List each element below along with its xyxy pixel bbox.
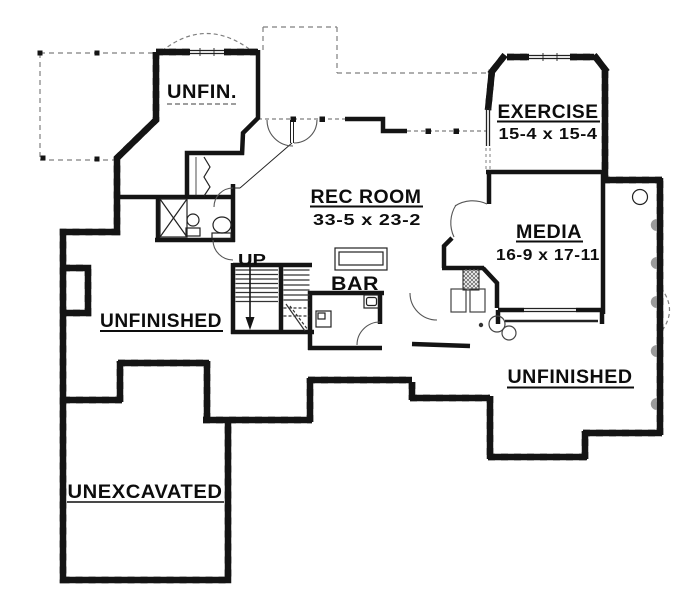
stair-treads-right (283, 269, 310, 301)
post (290, 116, 296, 122)
door-arc-closet (356, 321, 381, 346)
door-arcs (212, 119, 488, 346)
support-column-icon (631, 188, 649, 206)
bar-sink-basin (365, 296, 378, 307)
wall-pilasters (650, 219, 657, 410)
room-label-media: MEDIA (516, 222, 582, 243)
room-label-unfinished-right: UNFINISHED (508, 367, 633, 388)
bifold-door-zigzag (203, 156, 211, 197)
chimney-hatched (462, 268, 480, 291)
post (94, 50, 100, 56)
stair-dashed-overhead (283, 305, 310, 331)
closet-appliance (315, 310, 332, 328)
exterior-walls (59, 48, 662, 584)
door-arc-unfin (266, 119, 294, 147)
toilet-icon (212, 216, 232, 234)
structural-posts (37, 50, 459, 162)
pilaster (650, 296, 657, 308)
room-dim-rec-room: 33-5 x 23-2 (313, 212, 421, 229)
post (94, 156, 100, 162)
window-mullions (199, 48, 558, 61)
pilaster (650, 345, 657, 357)
bay-window-arch (161, 33, 253, 52)
exercise-dashed-wall (485, 148, 491, 170)
bay-window-unfin (190, 49, 224, 55)
interior-walls (120, 50, 607, 351)
bar-counter (334, 247, 388, 271)
exercise-west-window (485, 108, 491, 146)
sink-counter (185, 227, 201, 237)
deck-outlines-dashed (39, 26, 671, 333)
floor-drain-1 (488, 315, 506, 333)
door-arc-media-1 (454, 200, 488, 207)
room-label-rec-room: REC ROOM (311, 187, 422, 208)
bathroom-fixtures (159, 156, 232, 240)
door-arc-bath-upper (213, 187, 234, 208)
post (319, 116, 325, 122)
pilaster (650, 219, 657, 231)
deck-top-outline (262, 26, 490, 74)
post (425, 128, 431, 134)
room-label-unfinished-left: UNFINISHED (100, 311, 222, 332)
shower-x-lines (159, 198, 188, 238)
room-label-unfin: UNFIN. (167, 82, 237, 103)
media-south-window (524, 307, 576, 313)
equipment-box-1 (450, 288, 467, 313)
toilet-tank (211, 232, 232, 240)
room-label-unexcavated: UNEXCAVATED (68, 482, 223, 503)
door-arc-bar-hall (409, 292, 438, 321)
stair-label-up: UP (238, 252, 266, 269)
room-label-bar: BAR (331, 274, 379, 295)
room-dim-media: 16-9 x 17-11 (496, 247, 600, 264)
floor-drain-2 (501, 325, 517, 341)
room-label-exercise: EXERCISE (498, 102, 599, 123)
drain-dot (478, 322, 484, 328)
post (40, 155, 46, 161)
bar-sink-icon (363, 294, 380, 309)
door-arc-patio (293, 119, 318, 144)
room-labels: UNFIN. EXERCISE 15-4 x 15-4 REC ROOM 33-… (68, 82, 633, 503)
door-arc-media-2 (450, 204, 457, 238)
pilaster (650, 398, 657, 410)
bay-window-exercise (529, 54, 570, 60)
closet-appliance-inner (317, 312, 326, 320)
bar-fixtures (315, 247, 388, 328)
sink-icon (186, 213, 200, 227)
beam-lines-dashed (258, 118, 486, 132)
label-underlines (67, 103, 634, 503)
bar-counter-inner (338, 251, 384, 266)
hall-railing-line (233, 120, 294, 189)
deck-left-outline (39, 52, 156, 161)
room-dim-exercise: 15-4 x 15-4 (499, 126, 598, 143)
staircase (235, 267, 310, 332)
up-arrow-head (245, 317, 255, 330)
post (453, 128, 459, 134)
post (37, 50, 43, 56)
door-arc-bath-lower (212, 239, 234, 261)
stair-treads-left (235, 269, 278, 303)
windows-thin-lines (190, 48, 598, 323)
utility-details (450, 188, 649, 341)
pilaster (650, 257, 657, 269)
equipment-box-2 (469, 288, 486, 313)
stair-rail-diagonal (285, 303, 306, 332)
window-well-arc (660, 287, 671, 333)
